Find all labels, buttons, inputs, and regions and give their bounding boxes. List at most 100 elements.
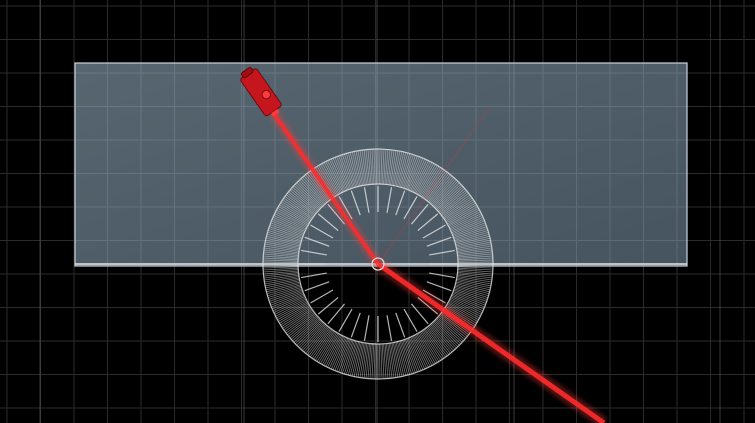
protractor-hatch-line [278, 206, 309, 225]
protractor-hatch-line [349, 341, 360, 376]
protractor-hatch-line [274, 298, 307, 315]
protractor-hatch-line [277, 207, 309, 226]
protractor-hatch-line [276, 301, 308, 319]
protractor-hatch-line [420, 166, 440, 197]
protractor-hatch-line [359, 342, 366, 378]
protractor-hatch-line [313, 330, 334, 360]
protractor-hatch-line [455, 233, 490, 244]
protractor-hatch-line [447, 206, 478, 225]
protractor-hatch-line [456, 278, 491, 287]
protractor-hatch-line [330, 336, 346, 370]
protractor-hatch-line [455, 235, 490, 246]
protractor-hatch-line [375, 343, 377, 379]
protractor-hatch-line [276, 209, 308, 227]
protractor-hatch-line [379, 149, 381, 185]
protractor-hatch-line [438, 316, 466, 340]
protractor-hatch-line [327, 160, 344, 193]
laser-pointer-icon[interactable] [237, 64, 284, 120]
protractor-hatch-line [415, 162, 433, 194]
protractor-hatch-line [445, 202, 476, 222]
protractor-hatch-line [411, 159, 427, 192]
protractor-hatch-line [306, 326, 330, 355]
protractor-hatch-line [329, 159, 345, 192]
protractor-hatch-line [342, 154, 354, 189]
incident-beam [270, 109, 380, 266]
protractor-hatch-line [401, 153, 413, 188]
protractor-hatch-line [446, 204, 477, 224]
protractor-hatch-line [287, 192, 316, 216]
protractor-hatch-line [455, 281, 491, 291]
protractor-hatch-line [275, 211, 307, 229]
protractor-hatch-line [407, 157, 422, 190]
protractor-hatch-line [266, 233, 301, 244]
protractor-hatch-line [345, 153, 357, 188]
protractor-hatch-line [373, 149, 376, 185]
protractor-hatch-line [439, 189, 467, 213]
protractor-hatch-line [451, 294, 485, 310]
protractor-hatch-line [394, 342, 403, 377]
protractor-hatch-line [369, 149, 373, 185]
protractor-hatch-line [447, 207, 479, 226]
protractor-hatch-line [398, 341, 409, 376]
protractor-hatch-line [454, 287, 489, 299]
protractor-hatch-line [454, 229, 489, 241]
protractor-hatch-line [387, 343, 393, 379]
protractor-hatch-line [384, 343, 389, 379]
protractor-hatch-line [448, 301, 480, 319]
protractor-hatch-line [454, 231, 489, 243]
protractor-hatch-line [285, 194, 315, 217]
protractor-hatch-line [457, 265, 493, 267]
protractor-hatch-line [425, 171, 448, 201]
protractor-hatch-line [450, 215, 483, 231]
protractor-hatch-line [439, 315, 467, 339]
protractor-hatch-line [395, 341, 405, 377]
glass-block[interactable] [74, 62, 688, 267]
protractor-hatch-line [269, 226, 303, 239]
protractor-hatch-line [265, 239, 300, 248]
protractor-hatch-line [455, 282, 490, 293]
protractor-hatch-line [420, 331, 440, 362]
protractor-hatch-line [399, 153, 411, 188]
protractor-hatch-line [391, 150, 399, 186]
protractor-hatch-line [411, 336, 427, 369]
protractor-long-tick [422, 224, 446, 239]
protractor-hatch-line [444, 201, 475, 221]
protractor-hatch-line [289, 315, 317, 339]
protractor-hatch-line [308, 327, 331, 357]
protractor-hatch-line [289, 189, 317, 213]
protractor-hatch-line [320, 164, 339, 195]
protractor-long-tick [338, 308, 353, 332]
protractor-hatch-line [424, 170, 446, 200]
protractor-hatch-line [267, 231, 302, 243]
protractor-hatch-line [263, 257, 299, 261]
protractor-hatch-line [263, 267, 299, 271]
protractor-long-tick [417, 213, 439, 232]
protractor-hatch-line [271, 293, 304, 308]
protractor-hatch-line [398, 152, 409, 187]
protractor-hatch-line [270, 292, 304, 306]
protractor-hatch-line [401, 340, 413, 375]
protractor-hatch-line [284, 310, 314, 332]
protractor-hatch-line [423, 169, 445, 199]
protractor-hatch-line [428, 325, 451, 354]
protractor-hatch-line [290, 188, 318, 212]
protractor-hatch-line [265, 281, 301, 291]
refracted-beam [376, 261, 606, 423]
laser-button[interactable] [260, 89, 272, 101]
protractor-hatch-line [417, 164, 436, 195]
protractor-hatch-line [268, 228, 303, 240]
protractor-long-tick [429, 272, 455, 279]
protractor-hatch-line [434, 320, 460, 346]
protractor-hatch-line [433, 321, 459, 347]
protractor-hatch-line [293, 185, 320, 210]
protractor-hatch-line [271, 218, 305, 234]
protractor-hatch-line [438, 188, 466, 212]
protractor-hatch-line [355, 342, 364, 377]
protractor-hatch-line [363, 149, 369, 185]
protractor-hatch-line [388, 343, 395, 378]
protractor-hatch-line [265, 278, 300, 287]
protractor-hatch-line [321, 163, 340, 195]
protractor-hatch-line [457, 251, 493, 257]
